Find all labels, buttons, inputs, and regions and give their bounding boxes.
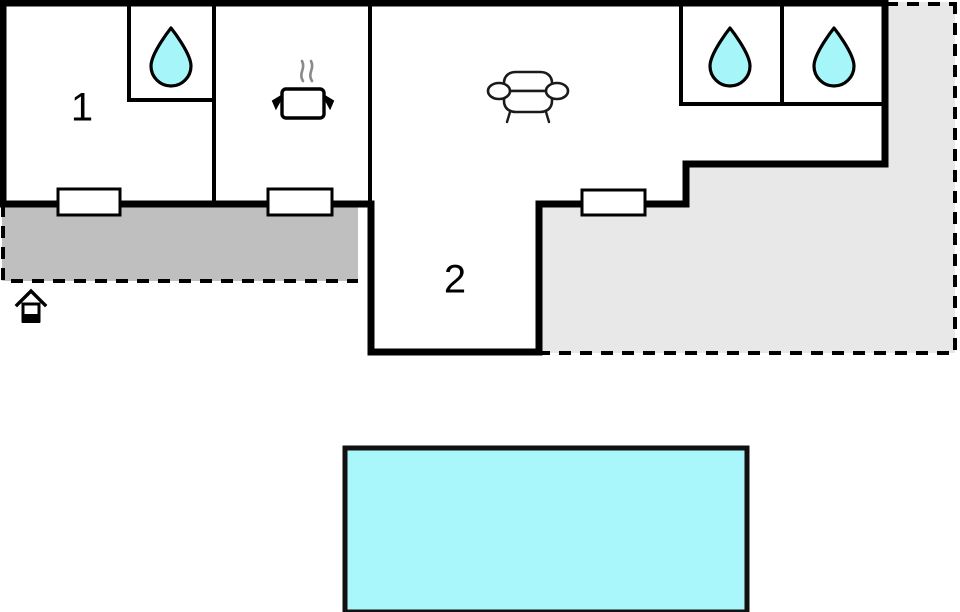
- sofa-leg-left: [505, 110, 512, 124]
- door-kitchen[interactable]: [266, 187, 334, 217]
- entrance-house-icon: [14, 288, 48, 323]
- door-openings: [56, 187, 647, 217]
- door-bedroom-1[interactable]: [56, 187, 122, 217]
- garden-terrace-fill: [540, 2, 955, 353]
- exterior-walls: [0, 0, 889, 356]
- interior-walls: [127, 0, 886, 207]
- cooking-pot-icon: [271, 59, 335, 120]
- garden-terrace-dashed-boundary: [540, 2, 957, 355]
- covered-terrace-fill: [2, 205, 358, 281]
- steam-line: [309, 59, 314, 83]
- sofa-seat: [502, 89, 554, 114]
- water-drop-icon: [149, 26, 193, 88]
- swimming-pool: [342, 445, 750, 612]
- exterior-wall-outline: [0, 0, 889, 356]
- sofa-armrest-left: [486, 81, 512, 101]
- entrance-roof: [14, 288, 48, 308]
- sofa-backrest: [502, 70, 554, 93]
- garden-terrace-area: [540, 2, 957, 355]
- sofa-leg-right: [544, 110, 551, 124]
- sofa-icon: [486, 70, 570, 124]
- door-living-room[interactable]: [580, 188, 647, 217]
- building-interior-fill: [2, 2, 886, 353]
- covered-terrace-area: [1, 205, 358, 283]
- sofa-armrest-right: [544, 81, 570, 101]
- entrance-door-fill: [22, 314, 40, 323]
- water-drop-icons-group: [149, 26, 856, 88]
- steam-line: [300, 59, 305, 83]
- pot-body: [280, 87, 326, 120]
- swimming-pool-water: [342, 445, 750, 612]
- building-interior: [2, 2, 886, 353]
- room-label-2: 2: [444, 258, 466, 302]
- water-drop-icon: [812, 26, 856, 88]
- room-label-1: 1: [71, 86, 93, 130]
- water-drop-icon: [708, 26, 752, 88]
- covered-terrace-dashed-boundary: [1, 205, 358, 283]
